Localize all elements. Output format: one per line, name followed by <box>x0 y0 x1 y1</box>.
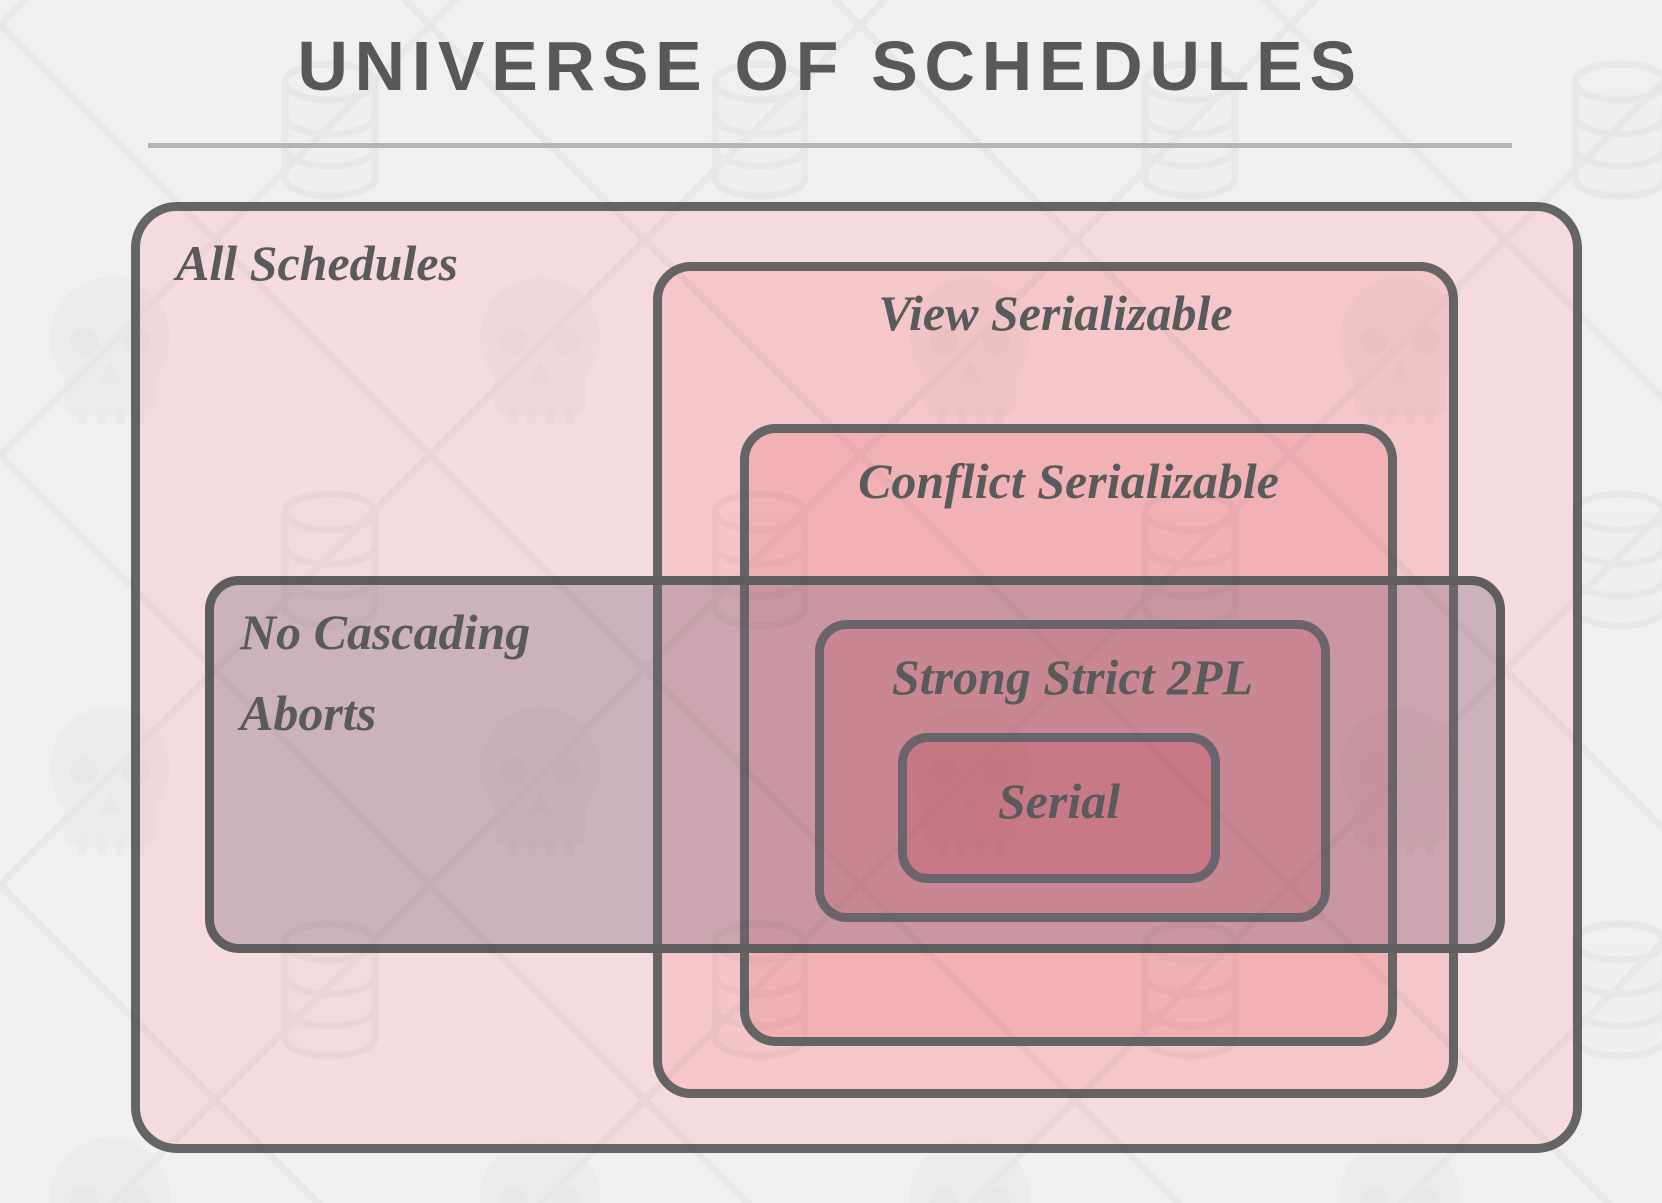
label-no-cascading-aborts-line1: No Cascading <box>240 604 531 660</box>
title-underline <box>148 143 1512 148</box>
label-no-cascading-aborts: No Cascading Aborts <box>240 592 660 754</box>
page-title: UNIVERSE OF SCHEDULES <box>297 27 1363 105</box>
label-no-cascading-aborts-line2: Aborts <box>240 685 377 741</box>
label-serial: Serial <box>997 773 1121 829</box>
label-conflict-serializable: Conflict Serializable <box>858 453 1279 509</box>
label-all-schedules: All Schedules <box>176 235 458 291</box>
label-strong-strict-2pl: Strong Strict 2PL <box>891 649 1254 705</box>
label-view-serializable: View Serializable <box>878 285 1233 341</box>
